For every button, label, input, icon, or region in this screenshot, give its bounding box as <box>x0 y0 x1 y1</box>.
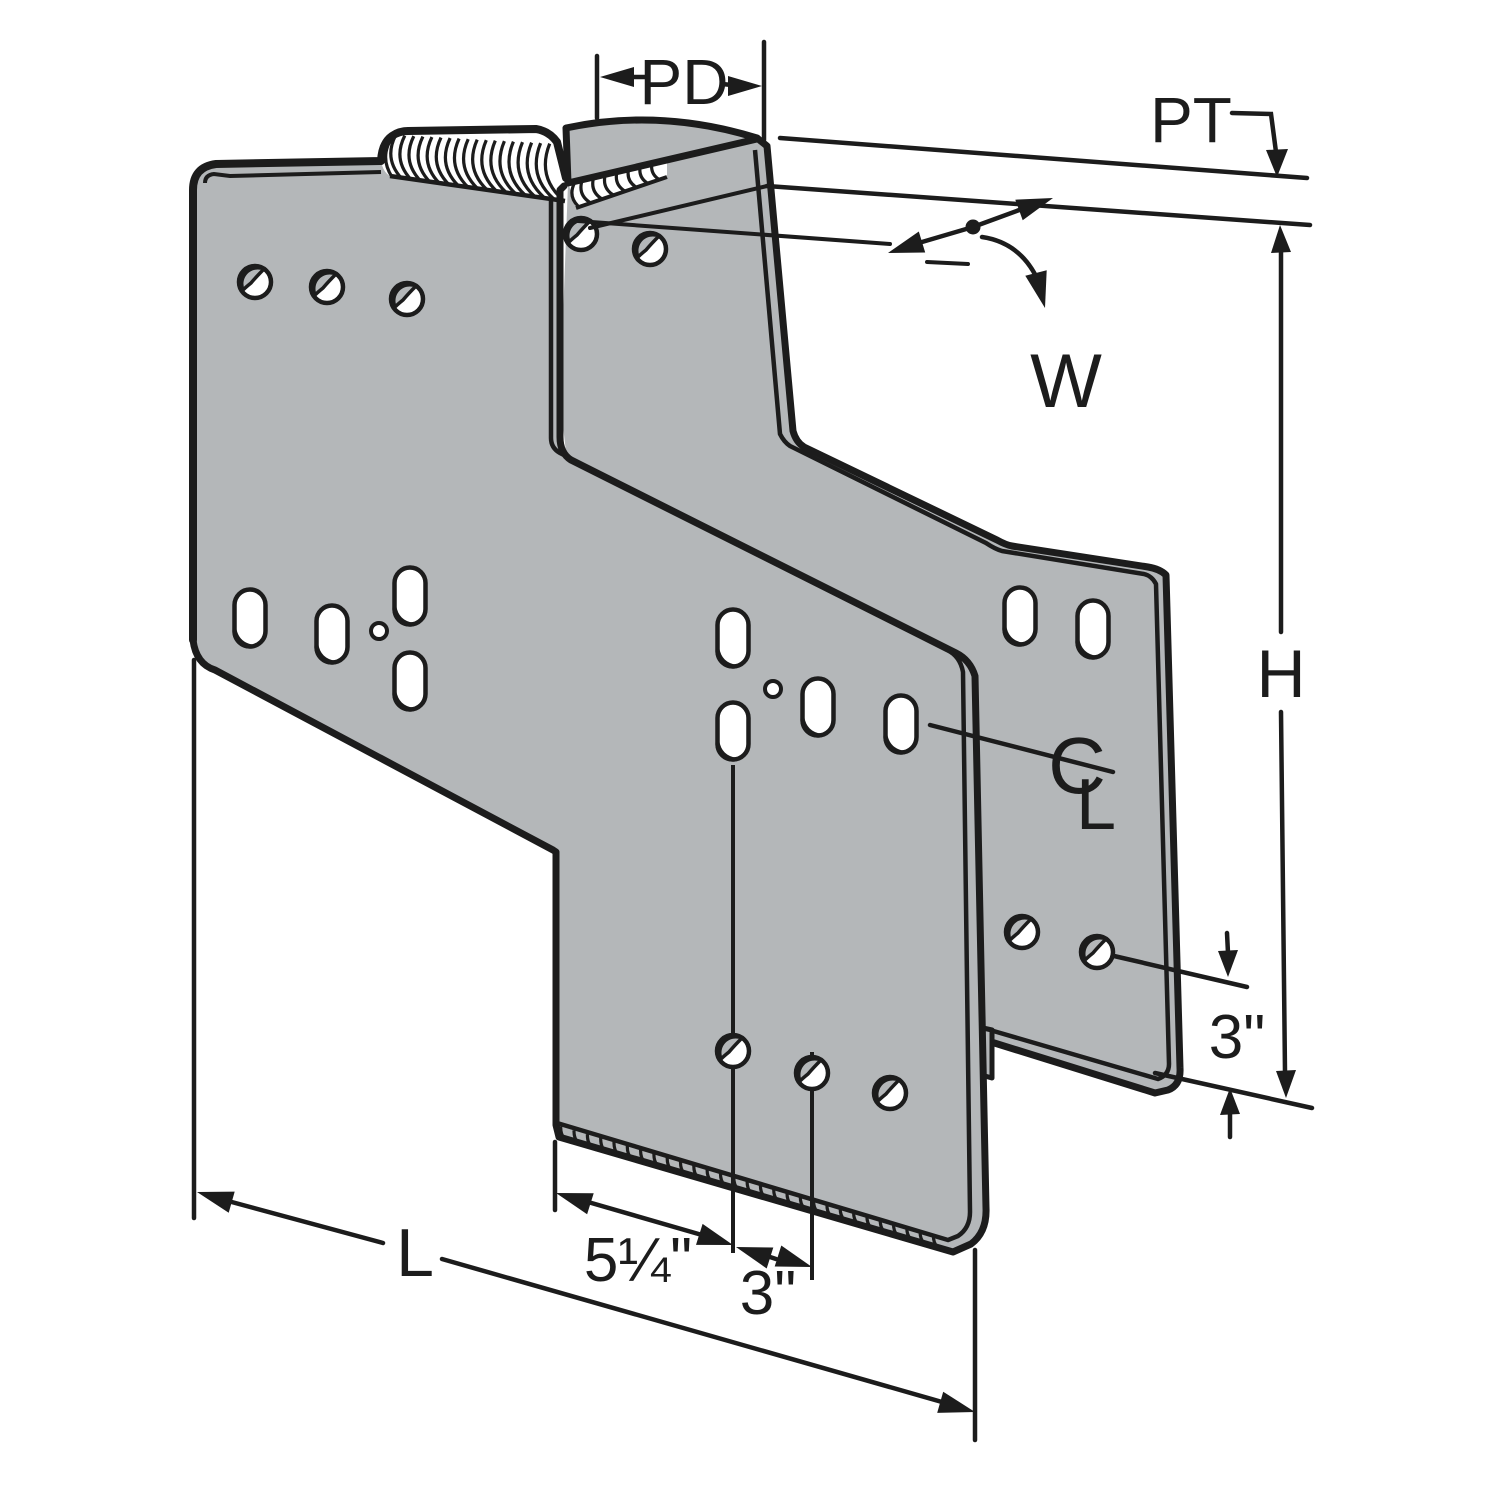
front-plate-slot <box>885 696 916 753</box>
front-plate-hole <box>391 283 423 315</box>
label-w: W <box>1030 339 1102 424</box>
hole-leader-right <box>1111 953 1250 990</box>
label-h: H <box>1256 636 1305 712</box>
front-plate-hole <box>311 271 343 303</box>
top-flange-edges <box>562 116 761 187</box>
weld-band-bottom-boundary <box>389 173 566 204</box>
front-plate-pilot-hole <box>369 621 389 641</box>
dim3b-line <box>767 1254 779 1262</box>
h-line <box>1278 247 1288 1075</box>
weld-band2-bottom-boundary <box>575 175 668 210</box>
back-plate-hole <box>1006 916 1038 948</box>
dimensions <box>191 39 1315 1443</box>
fold-tangent-line <box>588 184 769 230</box>
ext-line-top <box>777 135 1310 181</box>
dim3r-arrow-tail-top <box>1224 930 1231 956</box>
pt-arrow-down <box>1266 149 1288 177</box>
pt-leader <box>1229 110 1279 155</box>
front-plate-hole <box>717 1035 749 1067</box>
front-plate-fill <box>193 129 987 1252</box>
front-plate-slot <box>717 610 748 667</box>
label-5-25: 5¼" <box>584 1226 692 1295</box>
label-pt: PT <box>1150 84 1232 156</box>
dim3b-arrow-right <box>774 1245 812 1267</box>
ext-line-bottom-right <box>1152 1070 1315 1111</box>
dim525-arrow-right <box>696 1223 733 1245</box>
front-plate-hole <box>796 1057 828 1089</box>
front-plate-face-lines <box>548 197 973 1243</box>
w-arrow-line-1 <box>970 206 1025 230</box>
dim3r-arrow-down <box>1218 950 1238 977</box>
front-plate-slot <box>316 606 347 663</box>
dim525-line <box>585 1199 705 1238</box>
centerline-symbol-l: L <box>1076 765 1116 845</box>
l-arrow-right <box>937 1391 975 1413</box>
front-plate-slot <box>717 703 748 760</box>
back-plate-slot <box>1004 588 1035 645</box>
front-plate-slot <box>802 679 833 736</box>
label-3-bottom: 3" <box>740 1259 797 1328</box>
front-plate-outline <box>189 125 570 644</box>
w-arrow-head-1 <box>1015 198 1053 221</box>
h-arrow-top <box>1271 225 1291 253</box>
plate-gap-line <box>576 219 892 246</box>
front-plate-slot <box>234 590 265 647</box>
front-plate <box>189 125 990 1280</box>
centerline-symbol-c: C <box>1048 721 1106 810</box>
back-plate-slot <box>1077 601 1108 658</box>
w-arrow-line-2 <box>919 224 976 245</box>
w-arc-head <box>1025 270 1047 308</box>
back-plate-hole <box>1081 936 1113 968</box>
plate-gap-dash <box>925 260 970 266</box>
pd-arrow-left <box>600 67 634 87</box>
top-edge-tangent <box>203 170 382 184</box>
front-plate-pilot-hole <box>763 679 783 699</box>
dim3b-arrow-left <box>736 1247 774 1269</box>
labels: PD PT W H L 5¼" 3" 3" C L <box>396 46 1305 1328</box>
top-flange <box>562 116 761 187</box>
dim525-arrow-left <box>556 1193 594 1215</box>
dim3r-arrow-up <box>1220 1088 1240 1115</box>
front-plate-hole <box>239 266 271 298</box>
label-l: L <box>396 1215 434 1291</box>
pd-arrow-right <box>728 76 762 96</box>
front-plate-slot <box>394 568 425 625</box>
front-plate-slot <box>394 653 425 710</box>
l-dim-line <box>225 1198 945 1405</box>
back-plate-inner-edge <box>752 149 1172 1082</box>
w-arrow-head-2 <box>888 231 926 253</box>
back-plate-hole <box>634 233 666 265</box>
front-plate-hole <box>874 1077 906 1109</box>
weld-hatch-top <box>384 134 565 202</box>
h-arrow-bottom <box>1276 1070 1296 1098</box>
weld-hatch-top-right <box>570 162 661 208</box>
cl-leader <box>927 722 1116 775</box>
weld-hatch-bottom <box>555 1125 950 1253</box>
label-3-right: 3" <box>1209 1003 1266 1072</box>
label-pd: PD <box>640 46 729 118</box>
l-arrow-left <box>197 1191 235 1213</box>
top-flange-fill <box>566 120 757 183</box>
